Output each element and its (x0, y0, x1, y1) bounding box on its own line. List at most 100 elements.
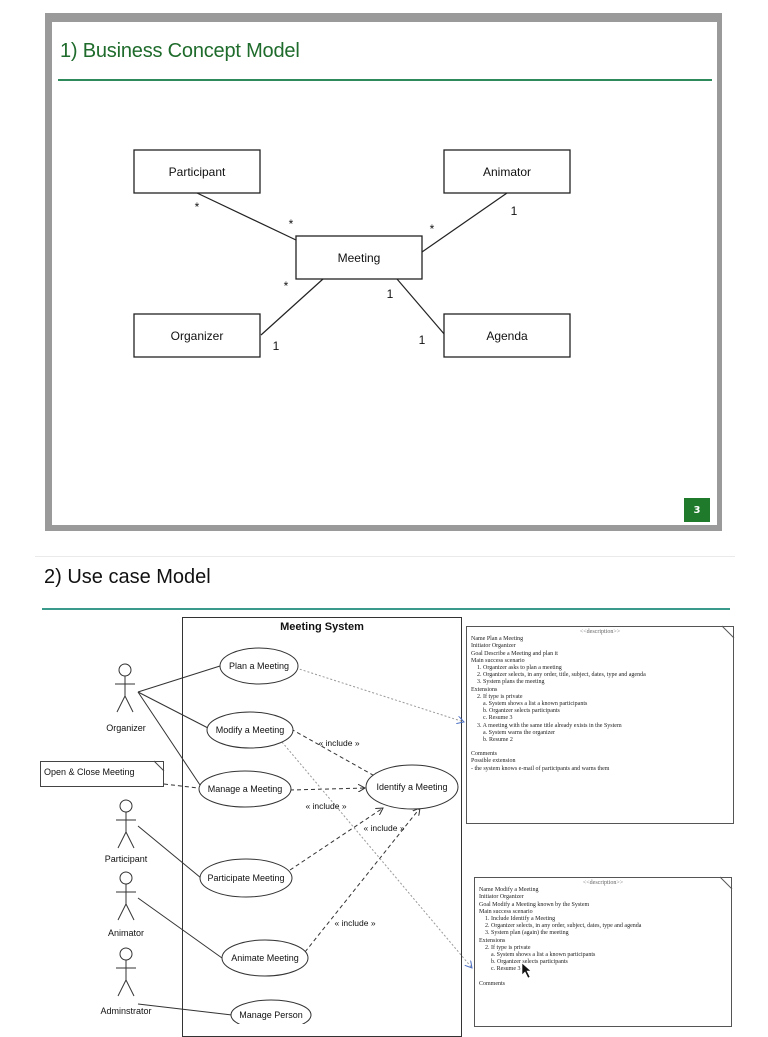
usecase-participate-ellipse (199, 858, 293, 898)
link-administrator-manageperson (137, 1003, 233, 1016)
actor-participant-figure (116, 799, 136, 849)
actor-organizer-label: Organizer (106, 723, 146, 733)
link-organizer-manage (137, 691, 201, 786)
usecase-animate-ellipse (221, 939, 309, 977)
mult-organizer: 1 (273, 339, 280, 353)
usecase-animate-label: Animate Meeting (231, 953, 299, 963)
usecase-manage-ellipse (198, 770, 292, 808)
note-line: 1. Organizer asks to plan a meeting (477, 665, 562, 672)
title-divider (58, 79, 712, 81)
link-participant-participate (137, 825, 202, 879)
open-close-meeting-note: Open & Close Meeting (40, 761, 164, 787)
note-link-plan (295, 667, 464, 722)
section-divider (42, 608, 730, 610)
mouse-cursor-icon (521, 962, 532, 979)
usecase-modify-ellipse (206, 711, 294, 749)
link-organizer-modify (137, 691, 209, 729)
note-line: c. Resume 3 (483, 715, 513, 722)
assoc-meeting-agenda (396, 278, 446, 336)
mult-meeting-participant: * (289, 217, 294, 231)
note-line: b. Organizer selects participants (491, 959, 568, 966)
mult-agenda: 1 (419, 333, 426, 347)
assoc-animator-meeting (421, 192, 508, 253)
class-meeting-label: Meeting (338, 251, 381, 265)
class-participant-label: Participant (169, 165, 226, 179)
description-note-plan: <<description>> Name Plan a Meeting Init… (466, 626, 734, 824)
class-agenda-box (443, 313, 571, 358)
usecase-manageperson-ellipse (230, 999, 312, 1024)
mult-animator: 1 (511, 204, 518, 218)
note-link-modify (281, 741, 472, 968)
link-organizer-plan (137, 665, 221, 693)
note-line: - the system knows e-mail of participant… (471, 765, 610, 772)
note-line: 2. Organizer selects, in any order, subj… (485, 923, 642, 930)
note-line: 2. If type is private (485, 944, 531, 951)
usecase-identify-ellipse (365, 764, 459, 810)
include-label-participate: « include » (363, 823, 404, 833)
description-note-modify: <<description>> Name Modify a Meeting In… (474, 877, 732, 1027)
note-line: Initiator Organizer (479, 894, 524, 901)
include-label-animate: « include » (334, 918, 375, 928)
note-line: Main success scenario (479, 908, 533, 915)
actor-administrator-figure (116, 947, 136, 997)
note-line: Main success scenario (471, 657, 525, 664)
class-animator-box (443, 149, 571, 194)
actor-participant-label: Participant (105, 854, 148, 864)
page-number-badge: 3 (684, 498, 710, 522)
slide-title: 1) Business Concept Model (60, 40, 300, 62)
note-line: 3. A meeting with the same title already… (477, 722, 622, 729)
note-line: a. System shows a list a known participa… (491, 952, 596, 959)
note-line: Goal Modify a Meeting known by the Syste… (479, 901, 590, 908)
actor-animator-label: Animator (108, 928, 144, 938)
usecase-identify-label: Identify a Meeting (376, 782, 447, 792)
note-line: Comments (479, 980, 506, 987)
class-diagram: Participant Animator Meeting Organizer A… (133, 149, 571, 358)
section-separator (35, 556, 735, 557)
actor-animator-figure (116, 871, 136, 921)
mult-participant: * (195, 200, 200, 214)
assoc-organizer-meeting (260, 278, 324, 336)
class-organizer-label: Organizer (171, 329, 224, 343)
note-line: Name Plan a Meeting (471, 636, 524, 643)
usecase-manageperson-label: Manage Person (239, 1010, 303, 1020)
class-organizer-box (133, 313, 261, 358)
actor-organizer-figure (115, 663, 135, 713)
note-line: Comments (471, 751, 498, 758)
usecase-participate-label: Participate Meeting (207, 873, 284, 883)
note-line: a. System shows a list a known participa… (483, 701, 588, 708)
note-line: b. Resume 2 (483, 737, 513, 744)
note-line: Extensions (471, 686, 498, 693)
note-line: 2. If type is private (477, 693, 523, 700)
note-line: Name Modify a Meeting (479, 887, 539, 894)
note-header: <<description>> (582, 880, 624, 886)
usecase-plan-ellipse (219, 647, 299, 685)
mult-meeting-agenda: 1 (387, 287, 394, 301)
note-line: 2. Organizer selects, in any order, titl… (477, 672, 646, 679)
include-label-manage: « include » (305, 801, 346, 811)
note-line: a. System warns the organizer (483, 729, 556, 736)
include-modify-identify (290, 728, 380, 779)
note-line: b. Organizer selects participants (483, 708, 560, 715)
note-anchor-line (163, 783, 199, 789)
class-agenda-label: Agenda (486, 329, 528, 343)
include-participate-identify (289, 808, 383, 871)
usecase-plan-label: Plan a Meeting (229, 661, 289, 671)
note1-fold (721, 625, 735, 639)
class-meeting-box (295, 235, 423, 280)
note2-fold (719, 876, 733, 890)
class-animator-label: Animator (483, 165, 531, 179)
note-header: <<description>> (579, 629, 621, 635)
system-name: Meeting System (280, 621, 364, 633)
section-title: 2) Use case Model (44, 566, 211, 588)
link-animator-animate (137, 897, 223, 959)
note-line: c. Resume 3 (491, 966, 521, 973)
note-line: Possible extension (471, 758, 516, 765)
note-line: Goal Describe a Meeting and plan it (471, 650, 558, 657)
ext-note-fold (153, 760, 165, 772)
mult-meeting-animator: * (430, 222, 435, 236)
include-label-modify: « include » (318, 738, 359, 748)
include-manage-identify (289, 788, 365, 790)
note-line: 3. System plan (again) the meeting (485, 930, 569, 937)
class-participant-box (133, 149, 261, 194)
